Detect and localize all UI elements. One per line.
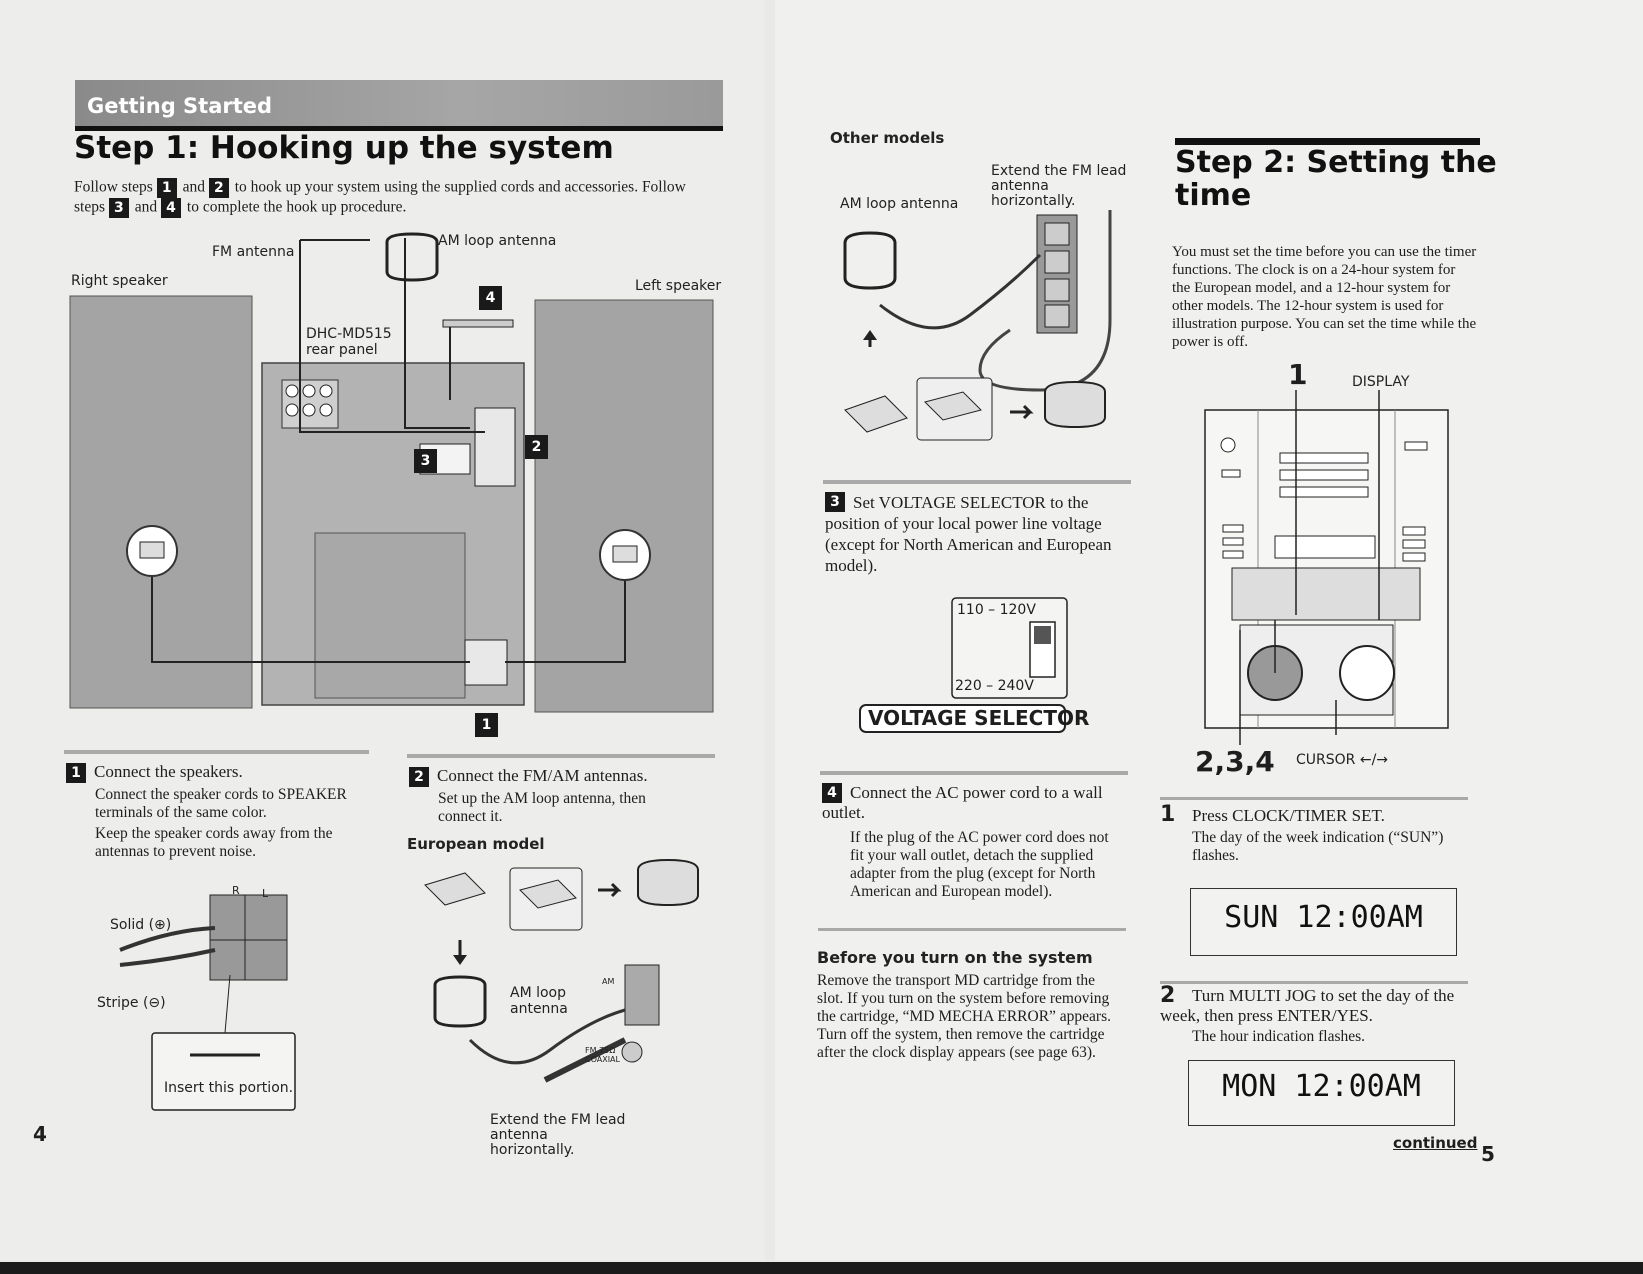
r-step2-number: 2 bbox=[1160, 983, 1176, 1008]
section-band-label: Getting Started bbox=[87, 94, 273, 118]
step3-heading: Set VOLTAGE SELECTOR to the position of … bbox=[825, 493, 1112, 575]
before-body: Remove the transport MD cartridge from t… bbox=[817, 972, 1112, 1061]
step4-block: 4 Connect the AC power cord to a wall ou… bbox=[822, 783, 1122, 901]
callout-badge-4: 4 bbox=[479, 286, 502, 310]
step1-rule bbox=[64, 750, 369, 754]
other-models-heading: Other models bbox=[830, 129, 945, 147]
step2-intro: You must set the time before you can use… bbox=[1172, 244, 1477, 350]
fm-antenna-label: FM antenna bbox=[212, 244, 295, 260]
am-loop-antenna-label: AM loop antenna bbox=[438, 233, 557, 249]
step2-block: 2 Connect the FM/AM antennas. Set up the … bbox=[409, 766, 709, 826]
r-step2-body: The hour indication flashes. bbox=[1192, 1028, 1366, 1045]
extend-fm-other-label: Extend the FM lead antenna horizontally. bbox=[991, 163, 1127, 209]
am-loop-antenna-other-label: AM loop antenna bbox=[840, 196, 959, 212]
hookup-diagram bbox=[69, 232, 714, 713]
callout-badge-1: 1 bbox=[475, 713, 498, 737]
page-number-right: 5 bbox=[1481, 1142, 1495, 1166]
lcd-sun: SUN 12:00AM bbox=[1190, 888, 1457, 956]
before-heading: Before you turn on the system bbox=[817, 948, 1093, 967]
page-title-step2: Step 2: Setting the time bbox=[1175, 145, 1497, 213]
speaker-terminal-block bbox=[464, 639, 508, 686]
r-step1-block: 1 Press CLOCK/TIMER SET. The day of the w… bbox=[1160, 802, 1470, 865]
lcd-mon: MON 12:00AM bbox=[1188, 1060, 1455, 1126]
step3-rule bbox=[823, 480, 1131, 484]
r-step2-block: 2 Turn MULTI JOG to set the day of the w… bbox=[1160, 983, 1470, 1046]
l-label: L bbox=[262, 887, 269, 900]
step4-rule bbox=[820, 771, 1128, 775]
r-step1-number: 1 bbox=[1160, 802, 1176, 827]
step2-rule bbox=[407, 754, 715, 758]
display-label: DISPLAY bbox=[1352, 374, 1410, 390]
voltage-selector-label: VOLTAGE SELECTOR bbox=[868, 706, 1090, 730]
page-title-step1: Step 1: Hooking up the system bbox=[74, 130, 614, 166]
voltage-selector-switch bbox=[859, 597, 1068, 733]
am-loop-antenna-eu-label: AM loop antenna bbox=[510, 985, 568, 1017]
intro-text: Follow steps 1 and 2 to hook up your sys… bbox=[74, 178, 686, 218]
step4-number: 4 bbox=[822, 783, 842, 803]
speaker-cord-illustration bbox=[119, 894, 296, 1111]
page-number-left: 4 bbox=[33, 1122, 47, 1146]
r-label: R bbox=[232, 884, 240, 897]
cursor-label: CURSOR ←/→ bbox=[1296, 752, 1389, 768]
step2-title-rule bbox=[1175, 138, 1480, 145]
r-step1-body: The day of the week indication (“SUN”) f… bbox=[1192, 829, 1444, 864]
rear-panel-recess bbox=[314, 532, 466, 699]
before-rule bbox=[818, 928, 1126, 931]
section-band: Getting Started bbox=[75, 80, 723, 130]
step1-body2: Keep the speaker cords away from the ant… bbox=[95, 825, 333, 861]
callout-1: 1 bbox=[1288, 358, 1308, 391]
voltage-high-label: 110 – 120V bbox=[957, 602, 1036, 618]
stripe-label: Stripe (⊖) bbox=[97, 995, 166, 1011]
stereo-front-panel bbox=[1204, 390, 1449, 745]
am-antenna-setup-illustration bbox=[424, 858, 699, 1083]
callout-badge-3: 3 bbox=[414, 449, 437, 473]
bottom-edge bbox=[0, 1262, 1643, 1274]
step1-block: 1 Connect the speakers. Connect the speak… bbox=[66, 762, 366, 861]
left-speaker-label: Left speaker bbox=[635, 278, 722, 294]
step2-body: Set up the AM loop antenna, then connect… bbox=[438, 790, 646, 826]
step2-heading: Connect the FM/AM antennas. bbox=[437, 766, 648, 785]
step1-heading: Connect the speakers. bbox=[94, 762, 243, 781]
rear-panel-label: DHC-MD515 rear panel bbox=[306, 326, 392, 358]
voltage-low-label: 220 – 240V bbox=[955, 678, 1034, 694]
european-model-heading: European model bbox=[407, 835, 545, 853]
step4-heading: Connect the AC power cord to a wall outl… bbox=[822, 783, 1103, 822]
step3-block: 3 Set VOLTAGE SELECTOR to the position o… bbox=[825, 492, 1125, 576]
extend-fm-label-eu: Extend the FM lead antenna horizontally. bbox=[490, 1112, 626, 1158]
callout-badge-2: 2 bbox=[525, 435, 548, 459]
solid-label: Solid (⊕) bbox=[110, 917, 172, 933]
r-step1-rule bbox=[1160, 797, 1468, 800]
fm-terminal-tag: FM 75Ω COAXIAL bbox=[585, 1046, 620, 1064]
r-step2-heading: Turn MULTI JOG to set the day of the wee… bbox=[1160, 986, 1455, 1025]
right-speaker-label: Right speaker bbox=[71, 273, 168, 289]
continued-label: continued bbox=[1393, 1134, 1478, 1152]
step2-number: 2 bbox=[409, 767, 429, 788]
r-step2-rule bbox=[1160, 981, 1468, 984]
band-rule bbox=[75, 126, 723, 131]
step1-body1: Connect the speaker cords to SPEAKER ter… bbox=[95, 786, 347, 822]
am-terminal-tag: AM bbox=[602, 977, 615, 986]
other-models-antenna-illustration bbox=[843, 210, 1112, 441]
callout-234: 2,3,4 bbox=[1195, 745, 1275, 778]
step3-number: 3 bbox=[825, 492, 845, 512]
r-step1-heading: Press CLOCK/TIMER SET. bbox=[1192, 806, 1385, 825]
right-speaker-box bbox=[69, 295, 253, 709]
step4-body: If the plug of the AC power cord does no… bbox=[850, 829, 1109, 900]
antenna-terminal-block bbox=[474, 407, 516, 487]
insert-portion-label: Insert this portion. bbox=[164, 1080, 294, 1096]
step1-number: 1 bbox=[66, 763, 86, 784]
